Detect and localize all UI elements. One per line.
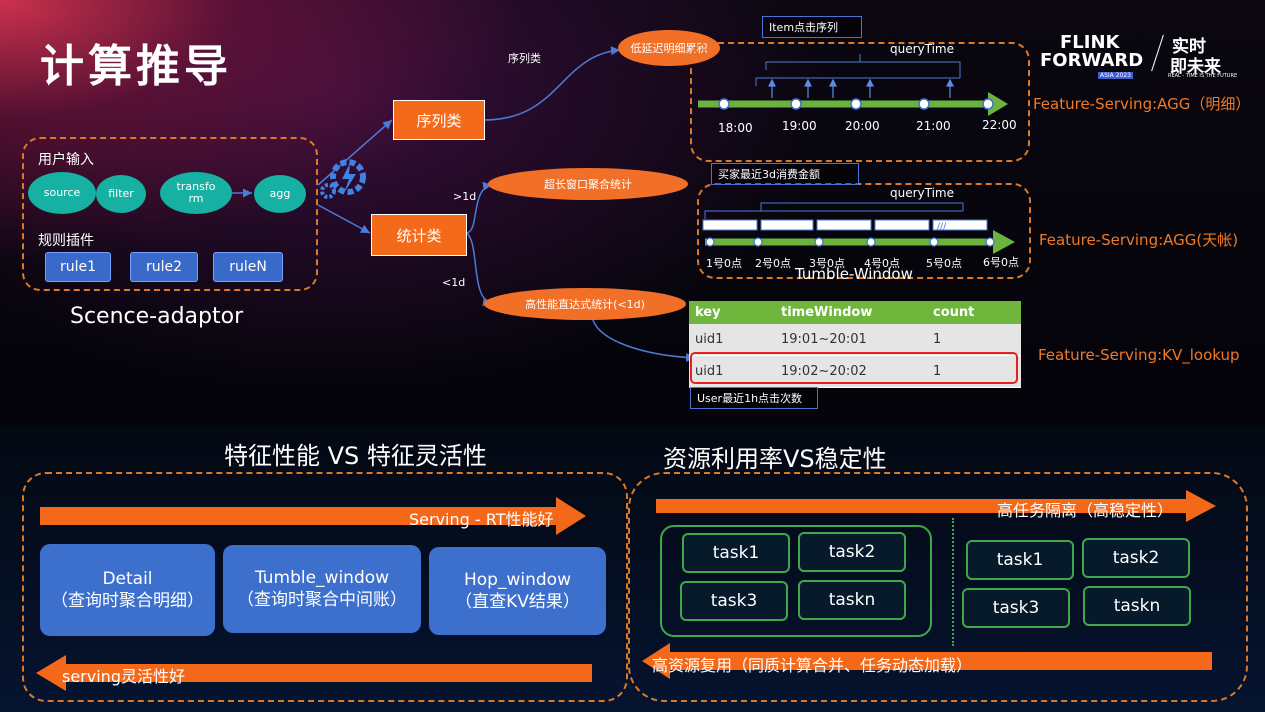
card-tumble-l2: （查询时聚合中间账）: [237, 590, 407, 610]
logo-asia: ASIA 2023: [1098, 72, 1133, 79]
node-agg: agg: [254, 175, 306, 213]
group1-task3: task3: [680, 581, 788, 621]
adaptor-caption: Scence-adaptor: [70, 304, 244, 329]
kv-highlight: [690, 352, 1018, 384]
t2-tick-5: 6号0点: [983, 256, 1019, 269]
seq-edge-label: 序列类: [508, 52, 541, 65]
table-row: uid1 19:01~20:01 1: [689, 324, 1021, 356]
card-detail-l2: （查询时聚合明细）: [51, 591, 204, 611]
kv-caption: User最近1h点击次数: [690, 387, 818, 409]
bottom-right-box: [628, 472, 1248, 702]
group2-task1: task1: [966, 540, 1074, 580]
t1-tick-2: 20:00: [845, 119, 880, 133]
user-input-label: 用户输入: [38, 152, 94, 168]
kv-serving: Feature-Serving:KV_lookup: [1038, 346, 1240, 364]
group1-task1: task1: [682, 533, 790, 573]
node-source: source: [28, 172, 96, 214]
timeline2-query: queryTime: [890, 186, 955, 200]
kv-cell: 19:01~20:01: [775, 324, 927, 356]
lt1d-label: <1d: [442, 276, 466, 289]
card-hop: Hop_window （直查KV结果）: [429, 547, 606, 635]
bottom-left-title: 特征性能 VS 特征灵活性: [224, 442, 487, 470]
kv-cell: 1: [927, 324, 1021, 356]
timeline2-axis: ///: [702, 202, 1015, 254]
t1-tick-1: 19:00: [782, 119, 817, 133]
cloud-fast-stat: 高性能直达式统计(<1d): [484, 288, 686, 320]
timeline1-box: [690, 42, 1030, 162]
timeline1-query: queryTime: [890, 42, 955, 56]
group2-task2: task2: [1082, 538, 1190, 578]
timeline1-axis: [698, 54, 1008, 116]
t1-tick-3: 21:00: [916, 119, 951, 133]
card-detail-l1: Detail: [102, 569, 153, 589]
logo-forward: FORWARD: [1040, 50, 1144, 71]
timeline1-label: Item点击序列: [762, 16, 862, 38]
node-transform: transform: [160, 172, 232, 214]
bl-top-arrow-text: Serving - RT性能好: [409, 510, 554, 529]
page-title: 计算推导: [40, 41, 232, 92]
card-hop-l1: Hop_window: [464, 570, 571, 590]
tumble-window-label: Tumble-Window: [795, 265, 913, 283]
svg-text:///: ///: [937, 222, 947, 232]
group1-taskn: taskn: [798, 580, 906, 620]
bottom-right-title: 资源利用率VS稳定性: [663, 445, 887, 473]
t2-tick-4: 5号0点: [926, 257, 962, 270]
card-tumble-l1: Tumble_window: [254, 568, 390, 588]
logo-right1: 实时: [1172, 37, 1206, 57]
group-divider: [952, 518, 954, 646]
t1-tick-0: 18:00: [718, 121, 753, 135]
br-bottom-arrow: [642, 643, 1212, 679]
gear-lightning-icon: [320, 159, 366, 199]
group2-taskn: taskn: [1083, 586, 1191, 626]
bl-top-arrow: [40, 497, 586, 535]
br-top-arrow: [656, 490, 1216, 522]
logo-right2: 即未来: [1170, 57, 1221, 77]
bl-bottom-arrow-text: serving灵活性好: [62, 667, 185, 686]
timeline2-label: 买家最近3d消费金额: [711, 163, 859, 185]
task-group-merged: [660, 525, 932, 637]
node-filter: filter: [96, 175, 146, 213]
card-hop-l2: （直查KV结果）: [455, 592, 580, 612]
rule1: rule1: [45, 252, 111, 282]
t2-tick-3: 4号0点: [864, 257, 900, 270]
bottom-left-box: [22, 472, 628, 702]
group2-task3: task3: [962, 588, 1070, 628]
cloud-long-window: 超长窗口聚合统计: [488, 168, 688, 200]
bl-bottom-arrow: [36, 655, 592, 691]
stat-category-button[interactable]: 统计类: [371, 214, 467, 256]
logo-tagline: REAL - TIME IS THE FUTURE: [1168, 73, 1238, 79]
flink-forward-logo: FLINK FORWARD ASIA 2023 实时 即未来 REAL - TI…: [1040, 32, 1250, 82]
plugin-label: 规则插件: [38, 233, 94, 249]
timeline2-box: [697, 183, 1031, 279]
timeline1-serving: Feature-Serving:AGG（明细）: [1033, 95, 1251, 113]
card-tumble: Tumble_window （查询时聚合中间账）: [223, 545, 421, 633]
rule2: rule2: [130, 252, 198, 282]
gt1d-label: >1d: [453, 190, 477, 203]
seq-category-button[interactable]: 序列类: [393, 100, 485, 140]
br-bottom-arrow-text: 高资源复用（同质计算合并、任务动态加载）: [652, 656, 973, 675]
kv-header-timewindow: timeWindow: [775, 301, 927, 324]
br-top-arrow-text: 高任务隔离（高稳定性）: [997, 501, 1174, 520]
card-detail: Detail （查询时聚合明细）: [40, 544, 215, 636]
adaptor-box: [22, 137, 318, 291]
t2-tick-0: 1号0点: [706, 257, 742, 270]
group1-task2: task2: [798, 532, 906, 572]
kv-header-key: key: [689, 301, 775, 324]
kv-header-count: count: [927, 301, 1021, 324]
t2-tick-2: 3号0点: [809, 257, 845, 270]
kv-cell: uid1: [689, 324, 775, 356]
ruleN: ruleN: [213, 252, 283, 282]
t1-tick-4: 22:00: [982, 118, 1017, 132]
timeline2-serving: Feature-Serving:AGG(天帐): [1039, 231, 1239, 249]
logo-flink: FLINK: [1060, 32, 1120, 53]
t2-tick-1: 2号0点: [755, 257, 791, 270]
